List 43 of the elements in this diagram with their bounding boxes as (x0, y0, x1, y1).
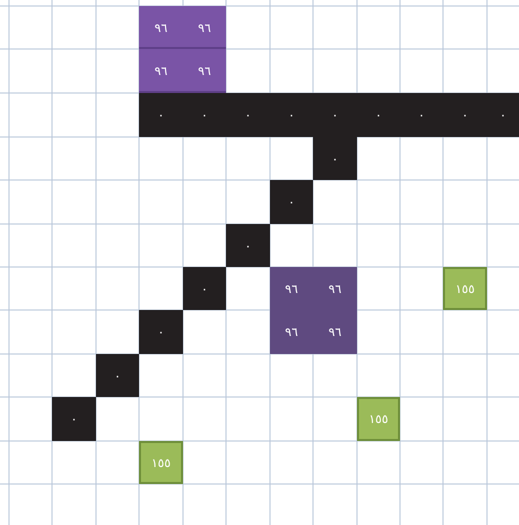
number-label: ٩٦ (154, 65, 168, 77)
number-label: ٩٦ (328, 326, 342, 338)
number-label: ٠ (500, 109, 506, 121)
number-tile (139, 49, 183, 93)
number-label: ٠ (462, 109, 468, 121)
number-label: ٠ (288, 196, 295, 208)
number-tile (139, 6, 183, 49)
number-label: ٠ (201, 109, 208, 121)
number-tile (139, 441, 183, 484)
number-label: ١٥٥ (151, 456, 171, 468)
number-label: ٠ (158, 109, 164, 121)
number-label: ٩٦ (154, 22, 168, 34)
number-label: ٠ (70, 413, 78, 425)
number-tile (443, 267, 487, 310)
number-tile (313, 137, 357, 180)
number-label: ٠ (332, 109, 338, 121)
number-tile (139, 310, 183, 354)
number-label: ٩٦ (285, 282, 298, 294)
number-label: ١٥٥ (455, 282, 475, 294)
number-label: ٩٦ (285, 326, 298, 338)
number-label: ٠ (418, 109, 425, 121)
number-label: ٠ (244, 109, 252, 121)
number-label: ١٥٥ (368, 413, 388, 425)
number-label: ٠ (244, 240, 252, 252)
number-label: ٩٦ (198, 22, 211, 34)
number-label: ٠ (158, 326, 164, 338)
number-label: ٩٦ (198, 65, 211, 77)
number-label: ٠ (114, 370, 121, 382)
number-tile (487, 93, 519, 137)
number-tile (226, 224, 270, 267)
number-tile (52, 397, 96, 441)
number-tile (183, 49, 226, 93)
number-tile (183, 6, 226, 49)
number-tile (357, 397, 400, 441)
number-tile (139, 93, 183, 137)
number-label: ٠ (332, 152, 338, 164)
number-label: ٠ (201, 282, 208, 294)
number-label: ٠ (375, 109, 382, 121)
number-tile (270, 180, 313, 224)
number-label: ٩٦ (328, 282, 342, 294)
number-tile (96, 354, 139, 397)
number-tile (183, 267, 226, 310)
number-label: ٠ (288, 109, 295, 121)
